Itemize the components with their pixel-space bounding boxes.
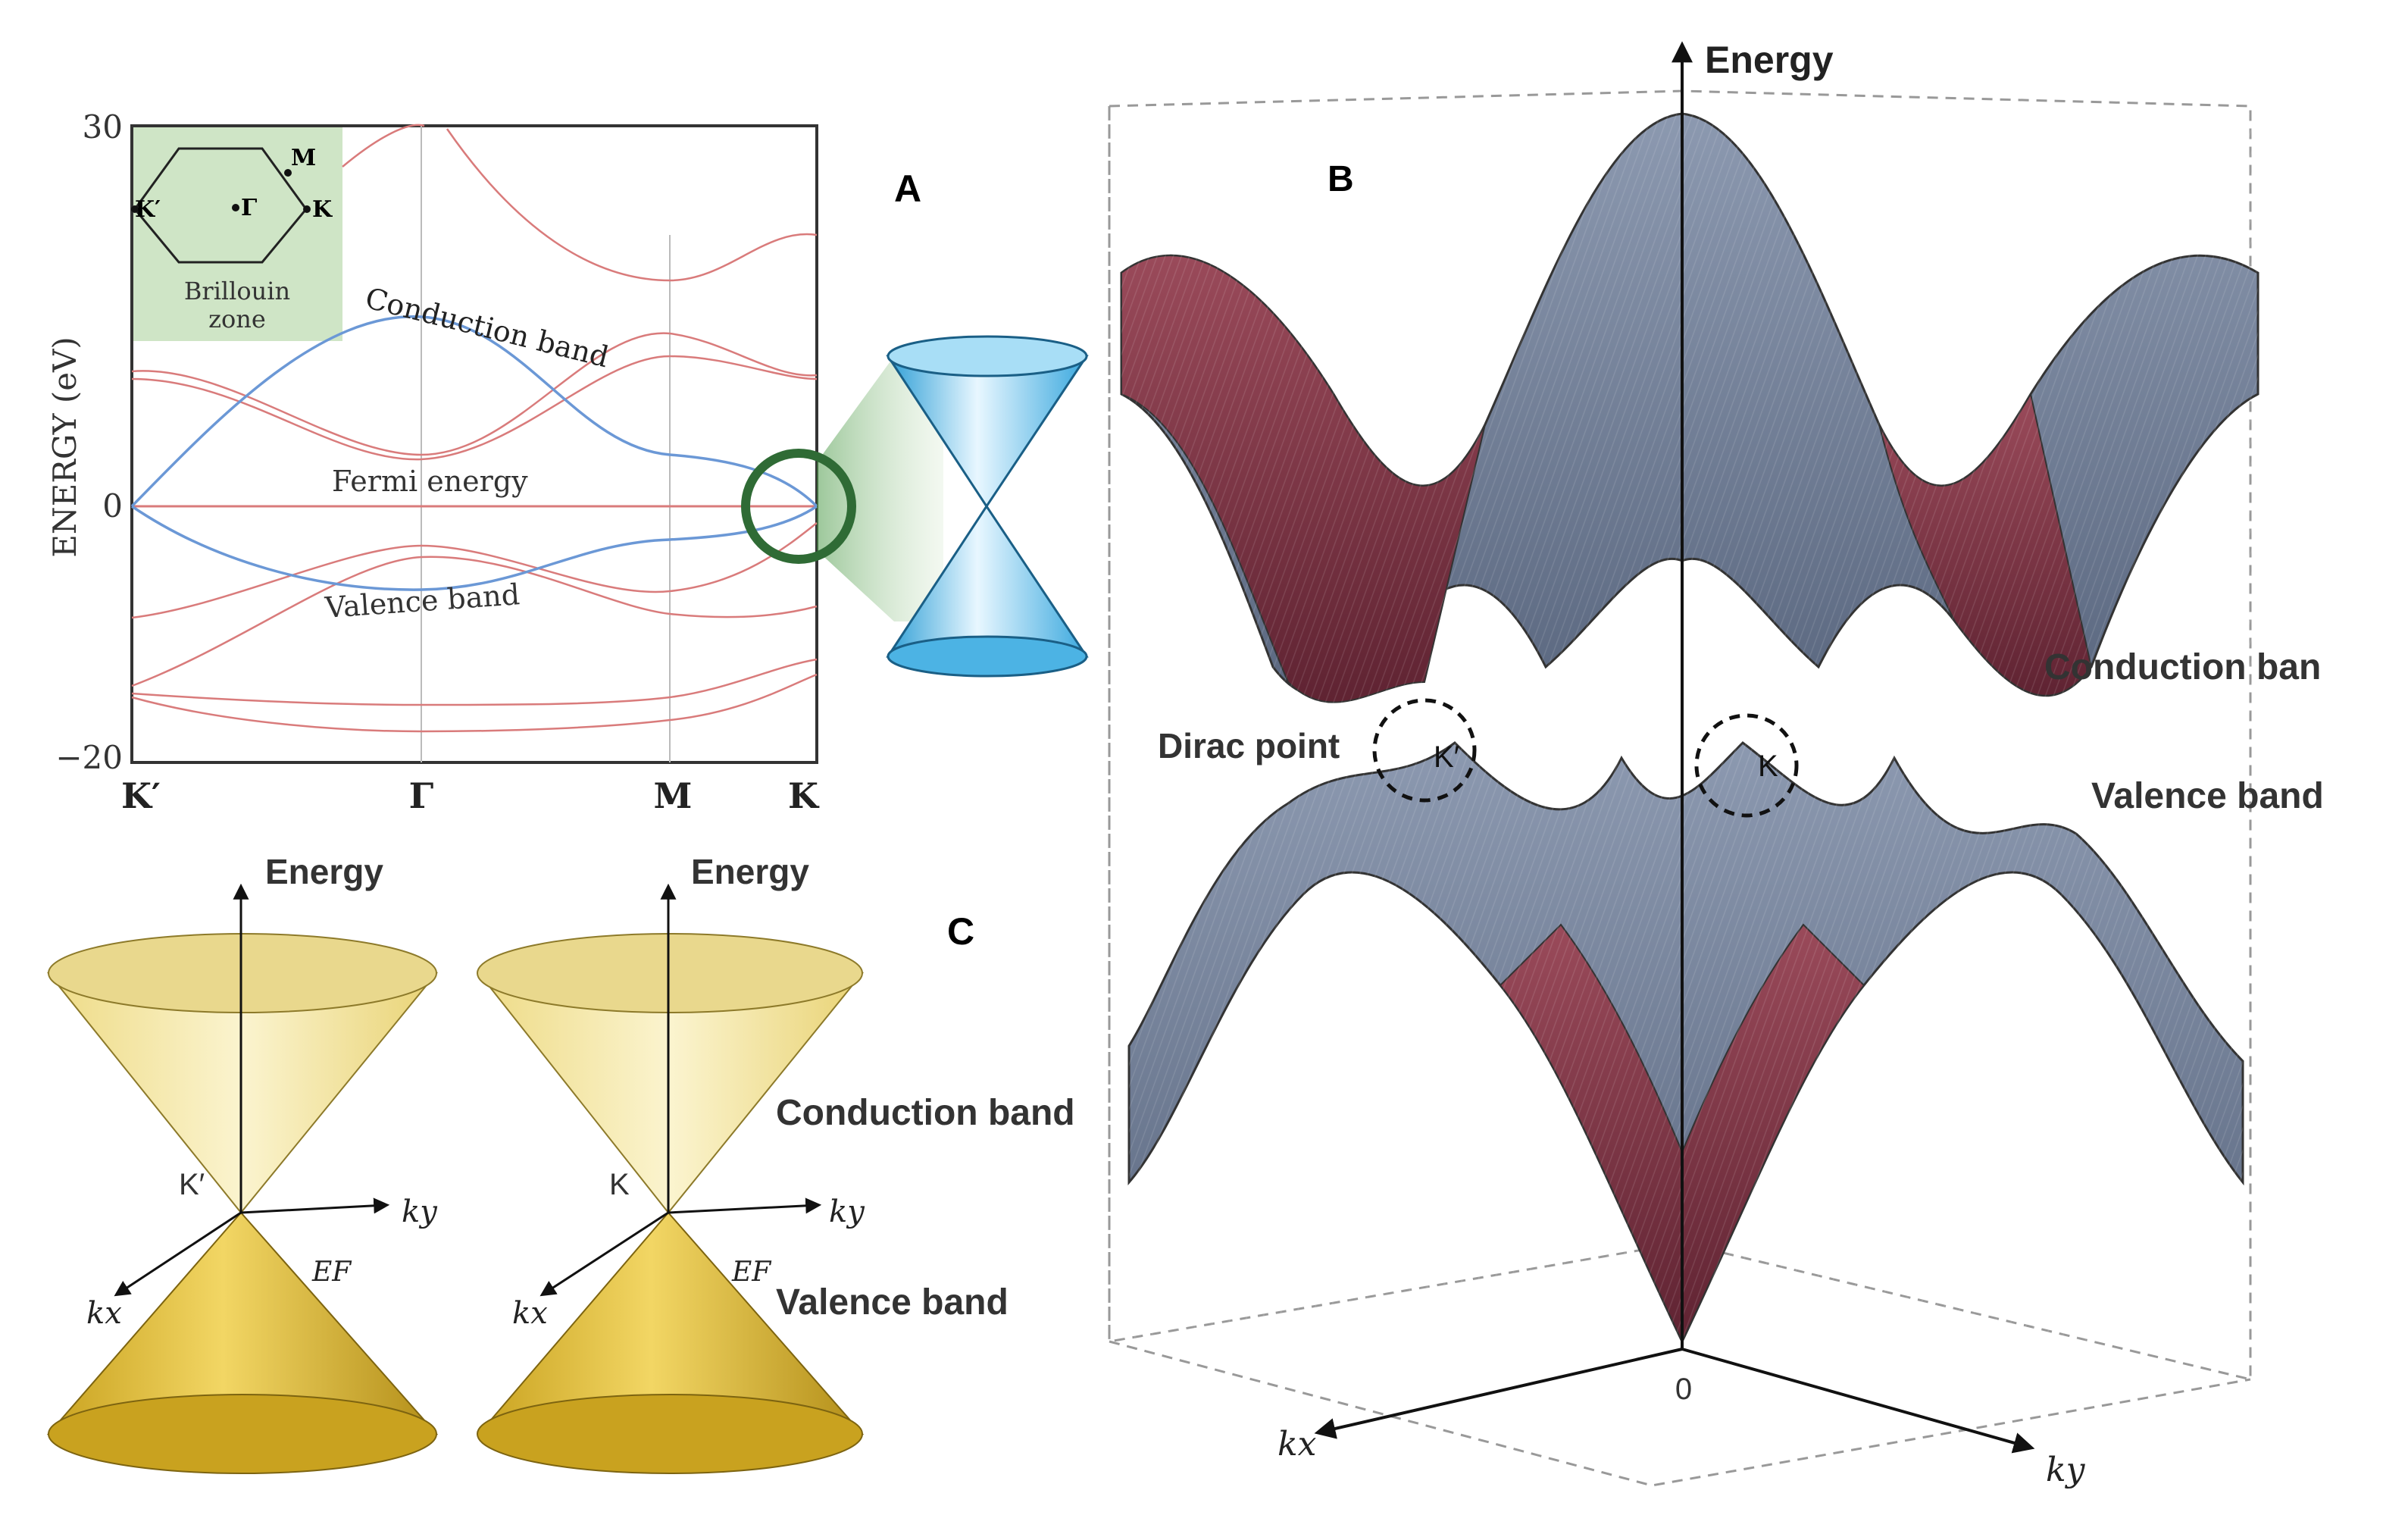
left-energy-label: Energy [265, 852, 383, 891]
right-energy-label: Energy [691, 852, 809, 891]
right-kx-axis [539, 1211, 669, 1297]
red-band-low-4 [131, 673, 818, 733]
valence-band-curve [131, 505, 818, 591]
inset-k-label: K [312, 196, 333, 223]
right-ky-label: ky [829, 1194, 865, 1229]
red-band-top-left [342, 124, 425, 167]
conduction-stripe-overlay [1121, 114, 2258, 720]
kx-label-b: kx [1277, 1425, 1317, 1464]
ky-label-b: ky [2046, 1451, 2086, 1489]
x-tick-k: K [788, 775, 820, 816]
conduction-band-label: Conduction band [362, 281, 612, 374]
y-tick-30: 30 [83, 108, 123, 146]
valence-stripe-overlay [1129, 743, 2243, 1341]
inset-caption-line1: Brillouin [184, 277, 290, 305]
panel-b: Energy B Dirac point K′ K Conduction ban… [1108, 39, 2324, 1489]
panel-c: Energy Energy C K′ K ky ky kx kx EF EF C… [46, 852, 1075, 1474]
y-tick-minus20: −20 [55, 739, 123, 776]
left-ky-label: ky [402, 1194, 438, 1229]
x-tick-m: M [654, 775, 693, 816]
fermi-energy-label: Fermi energy [332, 465, 528, 498]
conduction-band-label-b: Conduction ban [2044, 647, 2321, 687]
dirac-zoom-circle [741, 449, 856, 564]
valence-band-label-b: Valence band [2091, 776, 2324, 816]
left-kx-axis [114, 1211, 242, 1297]
red-band-upper-right [446, 128, 818, 282]
m-point-dot [284, 169, 292, 177]
red-bands [131, 124, 818, 733]
band-plot-frame [130, 124, 818, 764]
ky-axis-b [1681, 1348, 2035, 1454]
k-label-b: K [1758, 750, 1778, 783]
right-ky-axis [668, 1197, 822, 1214]
panel-c-letter: C [947, 910, 974, 953]
red-band-mid-2 [131, 355, 818, 461]
left-upper-cone-rim [48, 933, 437, 1013]
right-ef-label: EF [731, 1257, 772, 1288]
inset-gamma-label: Γ [241, 195, 257, 221]
red-band-low-3 [131, 658, 818, 706]
red-band-low-2 [131, 556, 818, 687]
y-tick-0: 0 [102, 487, 123, 524]
dirac-circle-k [1694, 713, 1799, 818]
left-kprime-label: K′ [179, 1168, 205, 1201]
panel-a: M K K′ Γ Brillouin zone Conduction band … [46, 108, 1089, 816]
right-upper-cone-rim [477, 933, 863, 1013]
left-lower-cone-rim [48, 1394, 437, 1474]
x-tick-kprime: K′ [121, 775, 161, 816]
left-ky-axis [240, 1197, 390, 1214]
inset-m-label: M [291, 145, 316, 171]
x-tick-gamma: Γ [409, 775, 434, 816]
kprime-point-dot [131, 205, 139, 213]
origin-label-b: 0 [1675, 1373, 1692, 1406]
right-kx-label: kx [512, 1296, 548, 1331]
dirac-cone-blue [886, 335, 1089, 678]
conduction-band-curve [130, 315, 818, 508]
red-band-mid-1 [131, 332, 818, 456]
valence-band-label-c: Valence band [776, 1282, 1009, 1323]
zoom-fan [817, 356, 943, 621]
panel-a-letter: A [894, 167, 921, 210]
dirac-point-label: Dirac point [1158, 726, 1340, 765]
k-point-dot [303, 205, 311, 213]
right-lower-cone-rim [477, 1394, 863, 1474]
cone-pair-left [46, 883, 439, 1474]
gamma-point-dot [232, 204, 239, 211]
energy-label-b: Energy [1705, 39, 1834, 81]
conduction-band-label-c: Conduction band [776, 1093, 1075, 1133]
inset-kprime-label: K′ [135, 196, 161, 223]
panel-b-letter: B [1328, 159, 1354, 199]
left-kx-label: kx [86, 1296, 122, 1331]
right-k-label: K [609, 1168, 630, 1201]
red-band-low-1 [131, 522, 818, 619]
brillouin-inset-background [132, 126, 342, 341]
blue-bands [130, 315, 818, 591]
dirac-circle-kprime [1372, 698, 1477, 803]
energy-axis-label: ENERGY (eV) [46, 337, 83, 558]
left-ef-label: EF [311, 1257, 352, 1288]
cone-pair-right [477, 883, 865, 1474]
inset-caption-line2: zone [208, 305, 266, 333]
kx-axis-b [1314, 1348, 1683, 1439]
valence-band-label: Valence band [324, 578, 521, 625]
kprime-label-b: K′ [1434, 740, 1459, 774]
